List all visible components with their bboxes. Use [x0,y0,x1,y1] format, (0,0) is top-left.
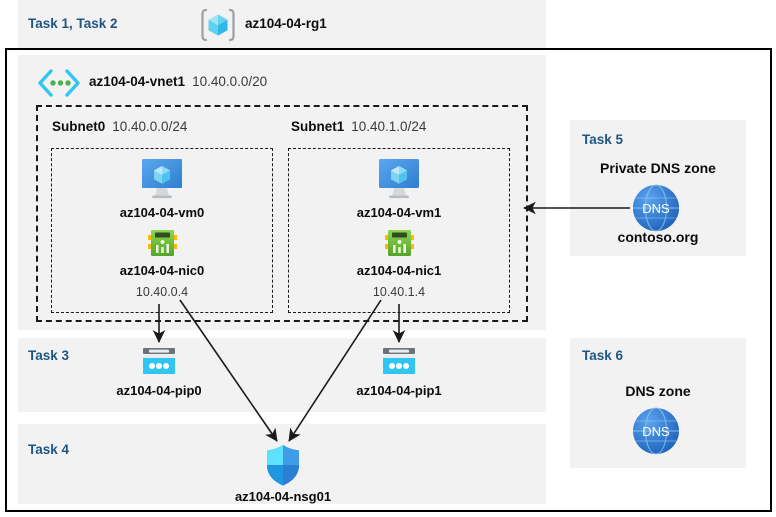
subnet0-nic-ip: 10.40.0.4 [135,285,189,299]
svg-text:DNS: DNS [642,201,670,216]
private-dns-zone-title: Private DNS zone [600,160,716,176]
subnet1-title: Subnet1 10.40.1.0/24 [291,119,426,134]
subnet0-vm-icon [138,157,186,199]
subnet1-vm-icon [375,157,423,199]
private-dns-zone-name: contoso.org [617,229,699,245]
subnet0-nic-label: az104-04-nic0 [119,263,205,278]
dns-zone-title: DNS zone [625,383,691,399]
public-ip-panel [18,338,546,412]
private-dns-zone-dns-icon: DNS [630,182,682,234]
subnet0-name: Subnet0 [52,119,106,134]
subnet0-box [51,148,273,313]
subnet1-prefix: 10.40.1.0/24 [351,119,427,134]
subnet1-nic-label: az104-04-nic1 [356,263,442,278]
dns-zone-task-label: Task 6 [582,348,624,363]
subnet0-vm-label: az104-04-vm0 [119,205,205,220]
resource-group-task-label: Task 1, Task 2 [28,16,118,31]
vnet-panel [18,55,546,330]
public-ip-1-icon [380,345,418,377]
public-ip-0-icon [140,345,178,377]
public-ip-0-label: az104-04-pip0 [116,383,202,398]
network-security-group-icon [263,443,303,487]
subnet1-nic-icon [383,227,416,259]
public-ip-task-label: Task 3 [28,348,70,363]
subnet0-prefix: 10.40.0.0/24 [112,119,188,134]
resource-group-icon [199,6,237,44]
nsg-task-label: Task 4 [28,442,70,457]
dns-zone-dns-icon: DNS [630,405,682,457]
subnet1-vm-label: az104-04-vm1 [356,205,442,220]
resource-group-header-panel [18,0,546,48]
resource-group-name: az104-04-rg1 [245,16,327,31]
vnet-name: az104-04-vnet1 [89,74,186,89]
subnet1-name: Subnet1 [291,119,345,134]
subnet0-nic-icon [146,227,179,259]
vnet-address-space: 10.40.0.0/20 [192,74,268,89]
vnet-title: az104-04-vnet1 10.40.0.0/20 [89,74,267,89]
public-ip-1-label: az104-04-pip1 [356,383,442,398]
nsg-label: az104-04-nsg01 [234,489,332,504]
svg-text:DNS: DNS [642,424,670,439]
subnet0-title: Subnet0 10.40.0.0/24 [52,119,187,134]
private-dns-zone-task-label: Task 5 [582,132,624,147]
subnet1-nic-ip: 10.40.1.4 [372,285,426,299]
vnet-icon [36,68,82,98]
